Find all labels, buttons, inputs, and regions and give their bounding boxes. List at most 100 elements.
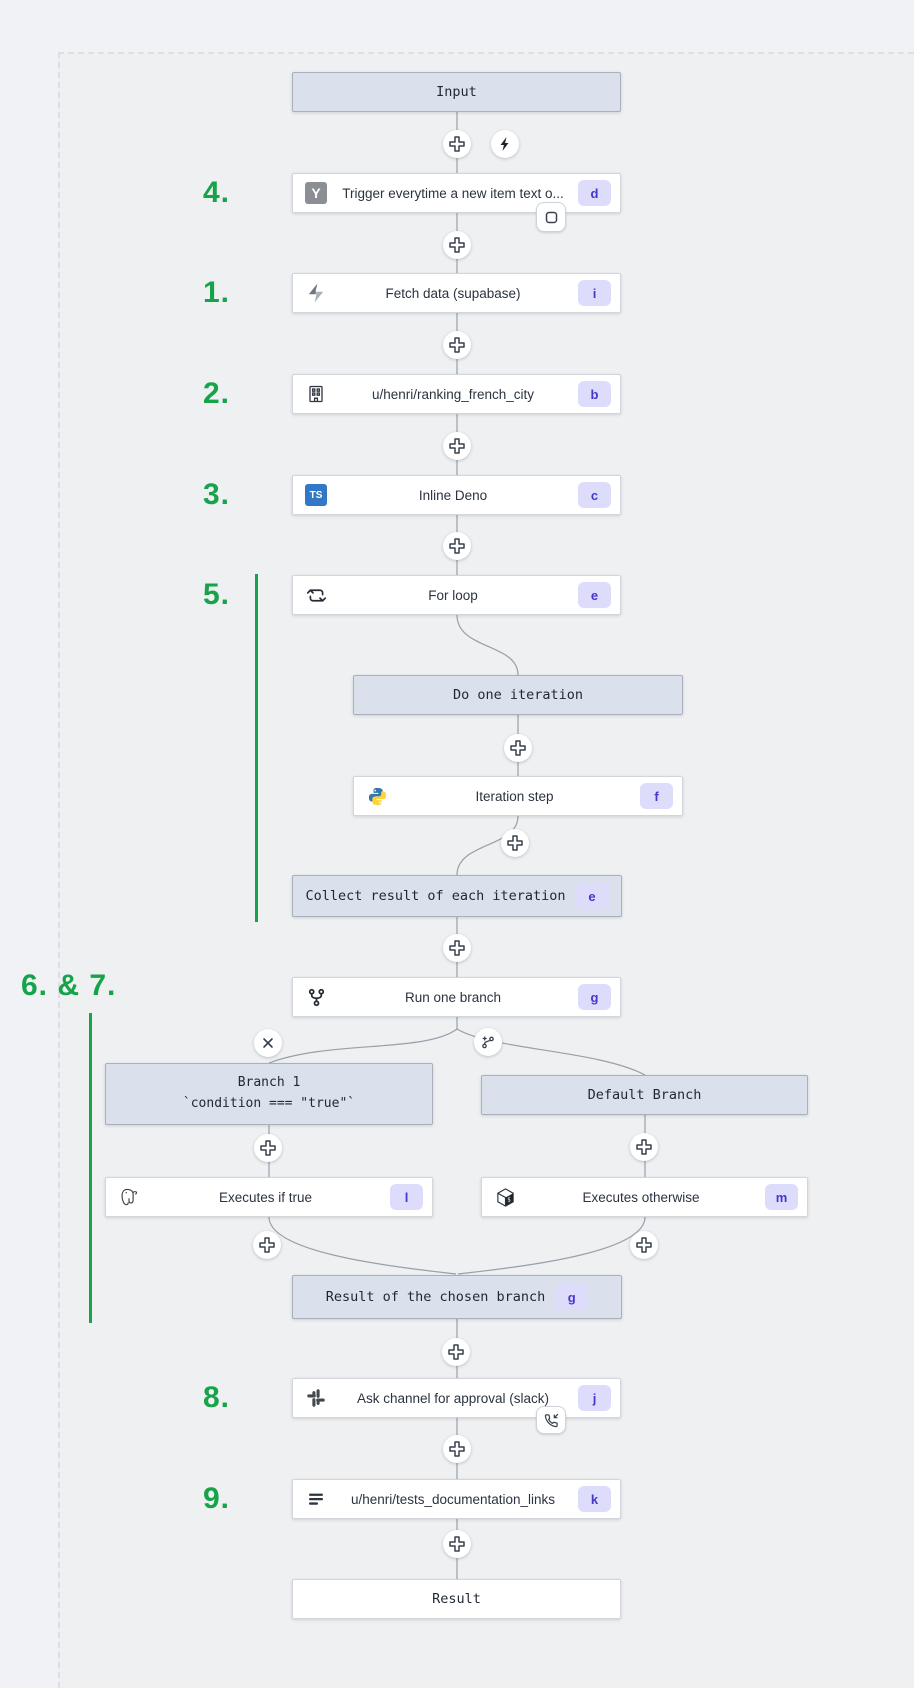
git-fork-icon — [304, 985, 328, 1009]
svg-text:$: $ — [507, 1197, 511, 1203]
node-chosen-branch-result[interactable]: Result of the chosen branch g — [292, 1275, 622, 1319]
plus-icon — [449, 136, 465, 152]
plus-icon — [259, 1237, 275, 1253]
lightning-icon — [500, 137, 509, 151]
node-tests-documentation-links[interactable]: u/henri/tests_documentation_links k — [292, 1479, 621, 1519]
node-label: Result — [432, 1591, 481, 1607]
node-ranking-french-city[interactable]: u/henri/ranking_french_city b — [292, 374, 621, 414]
step-id-badge: e — [575, 883, 609, 909]
step-id-badge: e — [578, 582, 611, 608]
annotation-bracket-5 — [255, 574, 258, 922]
insert-step-button[interactable] — [254, 1134, 282, 1162]
supabase-icon — [304, 281, 328, 305]
node-label: Fetch data (supabase) — [385, 285, 521, 301]
branch-add-icon — [482, 1036, 494, 1049]
node-label: u/henri/ranking_french_city — [371, 386, 535, 402]
plus-icon — [449, 1536, 465, 1552]
node-inline-deno[interactable]: TS Inline Deno c — [292, 475, 621, 515]
square-icon — [545, 211, 557, 223]
add-branch-button[interactable] — [474, 1028, 502, 1056]
insert-step-button[interactable] — [443, 1530, 471, 1558]
step-id-badge: c — [578, 482, 611, 508]
insert-step-button[interactable] — [443, 130, 471, 158]
node-label: Collect result of each iteration — [305, 888, 566, 904]
node-branch-1[interactable]: Branch 1 `condition === "true"` — [105, 1063, 433, 1125]
insert-step-button[interactable] — [443, 934, 471, 962]
node-label: Input — [436, 84, 477, 100]
plus-icon — [510, 740, 526, 756]
building-icon — [304, 382, 328, 406]
plus-icon — [507, 835, 523, 851]
node-label: u/henri/tests_documentation_links — [350, 1491, 556, 1507]
insert-step-button[interactable] — [253, 1231, 281, 1259]
insert-step-button[interactable] — [443, 1435, 471, 1463]
node-input[interactable]: Input — [292, 72, 621, 112]
annotation-number-8: 8. — [203, 1381, 231, 1414]
step-id-badge: j — [578, 1385, 611, 1411]
node-label: Executes if true — [218, 1189, 313, 1205]
node-label: Ask channel for approval (slack) — [356, 1390, 550, 1406]
slack-icon — [304, 1386, 328, 1410]
node-fetch-data[interactable]: Fetch data (supabase) i — [292, 273, 621, 313]
node-for-loop[interactable]: For loop e — [292, 575, 621, 615]
insert-step-button[interactable] — [504, 734, 532, 762]
node-label: Run one branch — [404, 989, 502, 1005]
insert-step-button[interactable] — [443, 331, 471, 359]
branch-condition: `condition === "true"` — [182, 1096, 356, 1111]
approval-suspend-button[interactable] — [536, 1406, 566, 1434]
node-do-one-iteration[interactable]: Do one iteration — [353, 675, 683, 715]
step-id-badge: f — [640, 783, 673, 809]
remove-branch-button[interactable] — [254, 1029, 282, 1057]
node-ask-approval[interactable]: Ask channel for approval (slack) j — [292, 1378, 621, 1418]
phone-incoming-icon — [544, 1413, 558, 1427]
trigger-lightning-button[interactable] — [491, 130, 519, 158]
x-icon — [263, 1038, 273, 1048]
annotation-number-3: 3. — [203, 478, 231, 511]
step-id-badge: b — [578, 381, 611, 407]
node-trigger[interactable]: Y Trigger everytime a new item text o...… — [292, 173, 621, 213]
node-label: Result of the chosen branch — [325, 1289, 546, 1305]
annotation-number-9: 9. — [203, 1482, 231, 1515]
annotation-number-4: 4. — [203, 176, 231, 209]
node-result[interactable]: Result — [292, 1579, 621, 1619]
insert-step-button[interactable] — [630, 1231, 658, 1259]
list-icon — [304, 1487, 328, 1511]
cube-shell-icon: $ — [493, 1185, 517, 1209]
plus-icon — [636, 1237, 652, 1253]
insert-step-button[interactable] — [501, 829, 529, 857]
postgresql-icon — [117, 1185, 141, 1209]
node-label: Executes otherwise — [582, 1189, 700, 1205]
trigger-select-button[interactable] — [536, 202, 566, 232]
plus-icon — [448, 1344, 464, 1360]
step-id-badge: l — [390, 1184, 423, 1210]
insert-step-button[interactable] — [630, 1133, 658, 1161]
node-collect-result[interactable]: Collect result of each iteration e — [292, 875, 622, 917]
insert-step-button[interactable] — [443, 432, 471, 460]
node-label: Trigger everytime a new item text o... — [342, 185, 564, 201]
plus-icon — [449, 438, 465, 454]
typescript-letters: TS — [305, 484, 327, 506]
step-id-badge: i — [578, 280, 611, 306]
repeat-icon — [304, 583, 328, 607]
node-iteration-step[interactable]: Iteration step f — [353, 776, 683, 816]
node-executes-if-true[interactable]: Executes if true l — [105, 1177, 433, 1217]
node-default-branch[interactable]: Default Branch — [481, 1075, 808, 1115]
annotation-number-5: 5. — [203, 578, 231, 611]
annotation-bracket-6-7 — [89, 1013, 92, 1323]
insert-step-button[interactable] — [442, 1338, 470, 1366]
insert-step-button[interactable] — [443, 532, 471, 560]
node-label: For loop — [428, 587, 478, 603]
plus-icon — [449, 940, 465, 956]
hackernews-icon: Y — [304, 181, 328, 205]
step-id-badge: d — [578, 180, 611, 206]
insert-step-button[interactable] — [443, 231, 471, 259]
step-id-badge: g — [578, 984, 611, 1010]
node-label: Inline Deno — [418, 487, 488, 503]
step-id-badge: g — [555, 1284, 589, 1310]
node-run-one-branch[interactable]: Run one branch g — [292, 977, 621, 1017]
annotation-number-2: 2. — [203, 377, 231, 410]
hackernews-letter: Y — [305, 182, 327, 204]
node-executes-otherwise[interactable]: $ Executes otherwise m — [481, 1177, 808, 1217]
plus-icon — [636, 1139, 652, 1155]
step-id-badge: m — [765, 1184, 798, 1210]
